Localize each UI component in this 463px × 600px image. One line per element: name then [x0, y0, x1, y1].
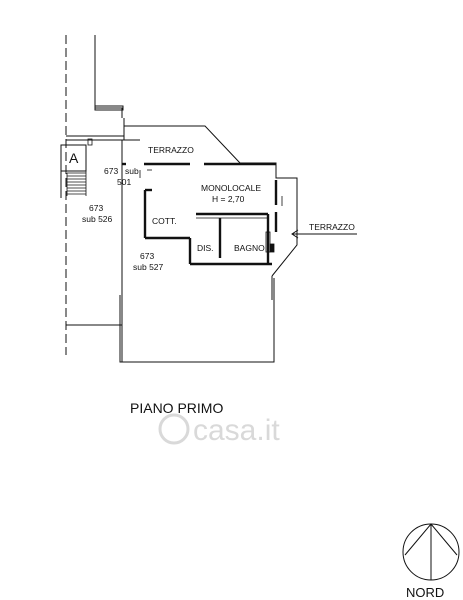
interior-walls	[122, 162, 283, 266]
parcel-501-sub: sub	[125, 166, 139, 176]
parcel-501-number: 673	[104, 166, 118, 176]
parcel-501-id: 501	[117, 177, 131, 187]
parcel-526-sub: sub 526	[82, 214, 113, 224]
room-label-cott: COTT.	[152, 216, 177, 226]
watermark: casa.it	[158, 413, 280, 447]
parcel-527-number: 673	[140, 251, 154, 261]
block-label-a: A	[69, 150, 79, 166]
room-label-monolocale: MONOLOCALE	[201, 183, 261, 193]
watermark-text: casa.it	[193, 414, 280, 447]
parcel-526-number: 673	[89, 203, 103, 213]
floor-title: PIANO PRIMO	[130, 400, 223, 416]
room-height-label: H = 2,70	[212, 194, 245, 204]
north-arrow-icon	[402, 523, 460, 581]
neighbour-building	[65, 35, 125, 355]
room-label-terrazzo-right: TERRAZZO	[309, 222, 355, 232]
staircase-block-a	[60, 144, 87, 198]
terrace-arrow	[291, 229, 357, 239]
room-label-terrazzo-top: TERRAZZO	[148, 145, 194, 155]
room-label-dis: DIS.	[197, 243, 214, 253]
room-label-bagno: BAGNO	[234, 243, 265, 253]
parcel-527-sub: sub 527	[133, 262, 164, 272]
stair-treads	[66, 171, 87, 196]
watermark-logo-icon	[158, 413, 190, 445]
compass-label: NORD	[406, 585, 444, 600]
